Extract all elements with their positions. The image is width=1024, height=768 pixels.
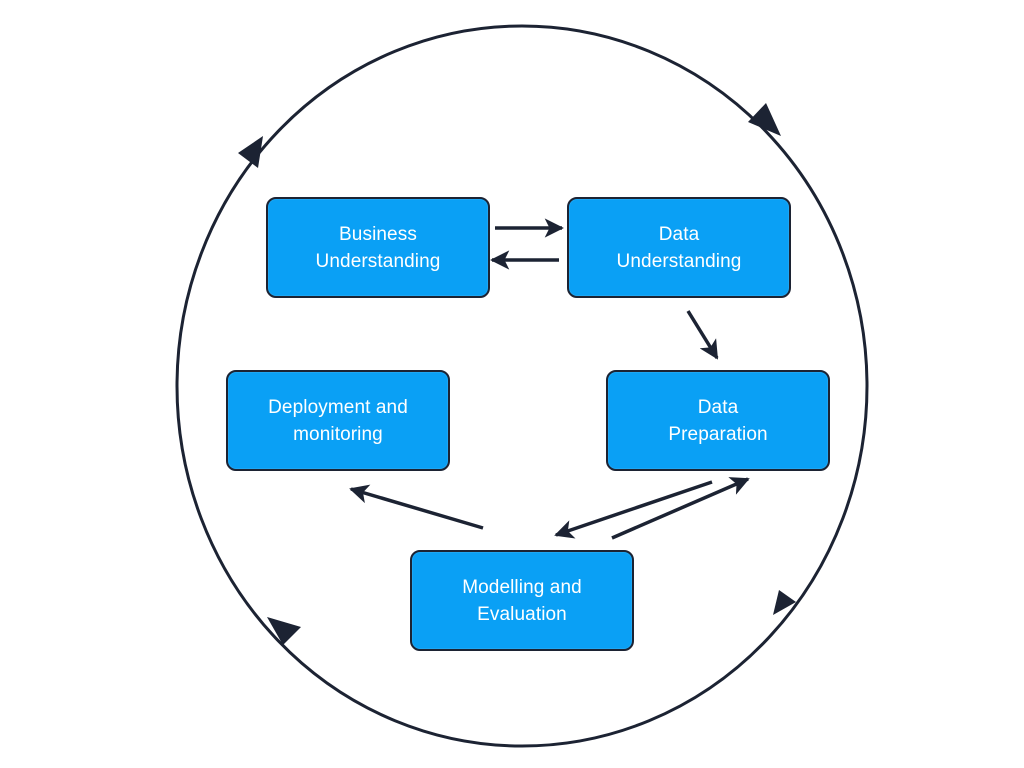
outer-cycle-arrowhead-top-left: [238, 136, 263, 168]
business-understanding-label: Business Understanding: [315, 223, 441, 272]
data-understanding-node: Data Understanding: [567, 197, 791, 298]
modelling-and-evaluation-node: Modelling and Evaluation: [410, 550, 634, 651]
outer-cycle-arrowhead-bottom-right: [773, 590, 796, 615]
modelling-and-evaluation-label: Modelling and Evaluation: [462, 576, 582, 625]
deployment-and-monitoring-label: Deployment and monitoring: [268, 396, 408, 445]
arrow-data-preparation-to-modelling: [554, 480, 713, 539]
deployment-and-monitoring-node: Deployment and monitoring: [226, 370, 450, 471]
data-preparation-label: Data Preparation: [668, 396, 768, 445]
data-understanding-label: Data Understanding: [616, 223, 742, 272]
outer-cycle-ring: [175, 24, 869, 748]
outer-cycle-arrowhead-top-right: [748, 103, 781, 136]
arrow-modelling-to-data-preparation: [611, 477, 750, 540]
outer-cycle-arrowhead-bottom-left: [267, 617, 301, 645]
business-understanding-node: Business Understanding: [266, 197, 490, 298]
data-preparation-node: Data Preparation: [606, 370, 830, 471]
arrow-modelling-to-deployment: [349, 484, 484, 530]
arrow-data-understanding-to-data-preparation: [686, 310, 719, 360]
